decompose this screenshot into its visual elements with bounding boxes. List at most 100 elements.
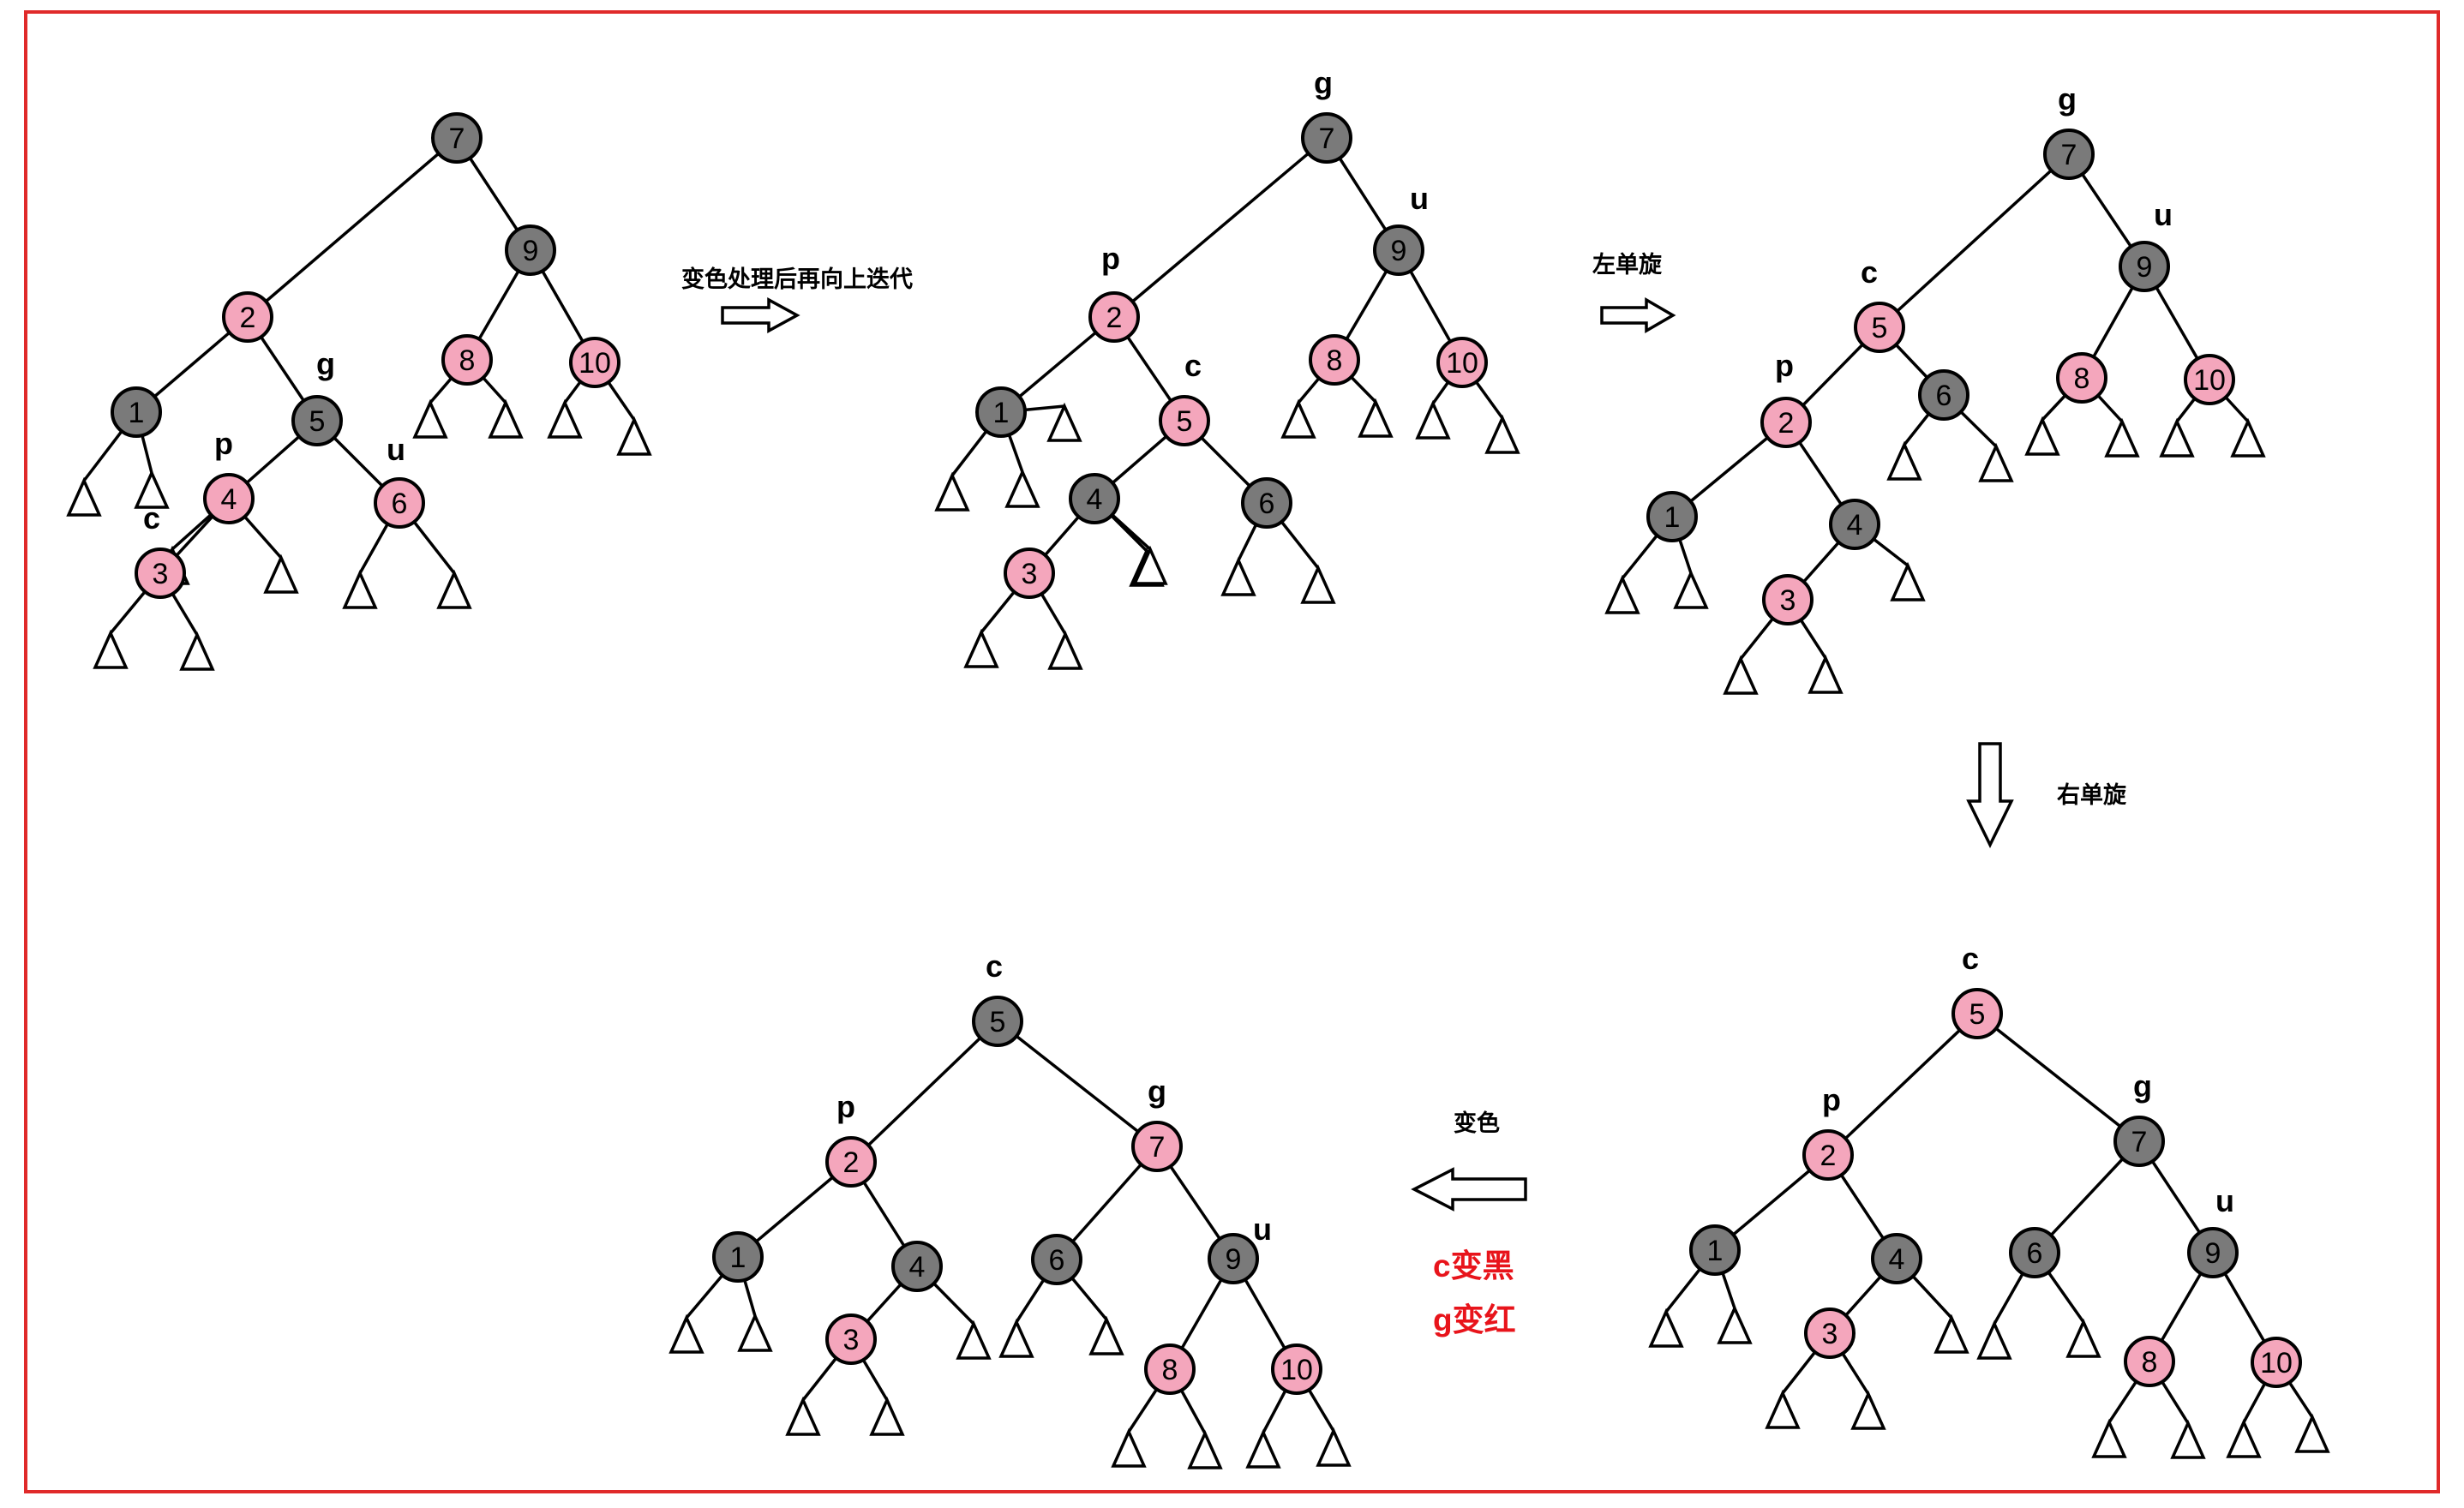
nil-leaf-icon: [1220, 556, 1256, 596]
tree-node-label: 5: [990, 1006, 1006, 1038]
tree-node: [1871, 1233, 1922, 1284]
tree-node-label: 2: [843, 1146, 860, 1179]
nil-leaf-icon: [2170, 1419, 2206, 1459]
tree-node: [1760, 397, 1812, 448]
tree-node: [569, 337, 620, 388]
nil-leaf-icon: [1765, 1389, 1801, 1429]
tree-node: [1762, 574, 1814, 625]
tree-node-label: 6: [392, 488, 408, 520]
tree-node-label: 6: [1049, 1244, 1065, 1277]
tree-node: [1031, 1234, 1082, 1285]
tree-node-label: 7: [449, 123, 465, 155]
nil-leaf-icon: [134, 469, 170, 509]
tree-node-label: 3: [1780, 584, 1796, 617]
nil-leaf-icon: [1088, 1315, 1124, 1355]
tree-node-label: 2: [240, 302, 256, 334]
node-role-tag: g: [316, 346, 335, 381]
tree-node-label: 3: [153, 558, 169, 590]
nil-leaf-icon: [956, 1320, 992, 1360]
nil-leaf-icon: [1886, 440, 1922, 481]
nil-leaf-icon: [998, 1318, 1034, 1358]
tree-node-label: 7: [2131, 1126, 2148, 1158]
nil-leaf-icon: [1723, 655, 1759, 695]
tree-node-label: 6: [1936, 380, 1952, 412]
caption-recolor-iterate: 变色处理后再向上迭代: [681, 266, 913, 292]
tree-node: [222, 291, 273, 343]
down-arrow-icon: [1966, 742, 2014, 848]
nil-leaf-icon: [1976, 1320, 2012, 1360]
nil-leaf-icon: [1046, 402, 1082, 442]
tree-node-label: 1: [993, 397, 1010, 429]
tree-node: [441, 334, 493, 386]
nil-leaf-icon: [1717, 1304, 1753, 1344]
tree-node-label: 3: [1822, 1318, 1838, 1350]
tree-node-label: 2: [1820, 1140, 1837, 1172]
nil-leaf-icon: [869, 1396, 905, 1436]
nil-leaf-icon: [1890, 561, 1926, 601]
nil-leaf-icon: [2159, 417, 2195, 458]
nil-leaf-icon: [2294, 1413, 2330, 1453]
tree-node-label: 5: [1872, 312, 1888, 344]
node-role-tag: c: [1184, 348, 1202, 383]
node-role-tag: u: [1410, 181, 1429, 216]
tree-node-label: 3: [843, 1324, 860, 1356]
nil-leaf-icon: [436, 569, 472, 609]
tree-node: [1802, 1129, 1854, 1181]
caption-c-to-black: c变黑: [1433, 1248, 1514, 1284]
tree-node: [1918, 369, 1969, 421]
tree-node-label: 9: [1226, 1243, 1242, 1276]
node-role-tag: g: [2133, 1068, 2152, 1104]
tree-node-label: 8: [1327, 344, 1343, 377]
nil-leaf-icon: [1358, 398, 1394, 438]
nil-leaf-icon: [1604, 574, 1640, 614]
node-role-tag: u: [2154, 197, 2173, 232]
tree-node: [1131, 1121, 1183, 1172]
nil-leaf-icon: [785, 1396, 821, 1436]
tree-node: [1271, 1343, 1322, 1395]
node-role-tag: u: [1253, 1212, 1272, 1247]
tree-node-label: 4: [909, 1251, 926, 1284]
node-role-tag: g: [1148, 1074, 1166, 1109]
tree-node: [2251, 1337, 2302, 1388]
nil-leaf-icon: [66, 476, 102, 517]
tree-node: [374, 477, 425, 529]
tree-node: [1854, 302, 1905, 353]
nil-leaf-icon: [1187, 1429, 1223, 1469]
tree-node-label: 4: [1087, 483, 1103, 516]
tree-node: [2056, 352, 2107, 404]
tree-node: [2124, 1336, 2175, 1387]
nil-leaf-icon: [263, 554, 299, 594]
nil-leaf-icon: [488, 398, 524, 439]
tree-node: [891, 1241, 943, 1292]
tree-node-label: 1: [129, 397, 145, 429]
nil-leaf-icon: [1245, 1428, 1281, 1469]
tree-node: [1069, 473, 1120, 524]
nil-leaf-icon: [2226, 1418, 2262, 1458]
node-role-tag: c: [986, 948, 1003, 984]
node-role-tag: p: [1775, 348, 1794, 383]
tree-node: [2043, 129, 2095, 180]
tree-node: [712, 1231, 764, 1283]
nil-leaf-icon: [1004, 468, 1040, 508]
tree-node-label: 10: [2260, 1347, 2293, 1379]
tree-node: [291, 395, 343, 446]
tree-node: [111, 386, 162, 438]
tree-node: [1436, 337, 1488, 388]
tree-node: [1951, 988, 2003, 1039]
nil-leaf-icon: [179, 631, 215, 671]
tree-node-label: 7: [1149, 1131, 1166, 1164]
nil-leaf-icon: [412, 398, 448, 439]
node-role-tag: p: [1822, 1082, 1841, 1117]
tree-node-label: 3: [1022, 558, 1038, 590]
tree-node: [1159, 395, 1210, 446]
tree-node: [1309, 334, 1360, 386]
nil-leaf-icon: [2230, 417, 2266, 458]
nil-leaf-icon: [1047, 630, 1083, 670]
nil-leaf-icon: [547, 398, 583, 439]
tree-node-label: 10: [579, 347, 611, 380]
tree-node-label: 7: [2061, 139, 2077, 171]
